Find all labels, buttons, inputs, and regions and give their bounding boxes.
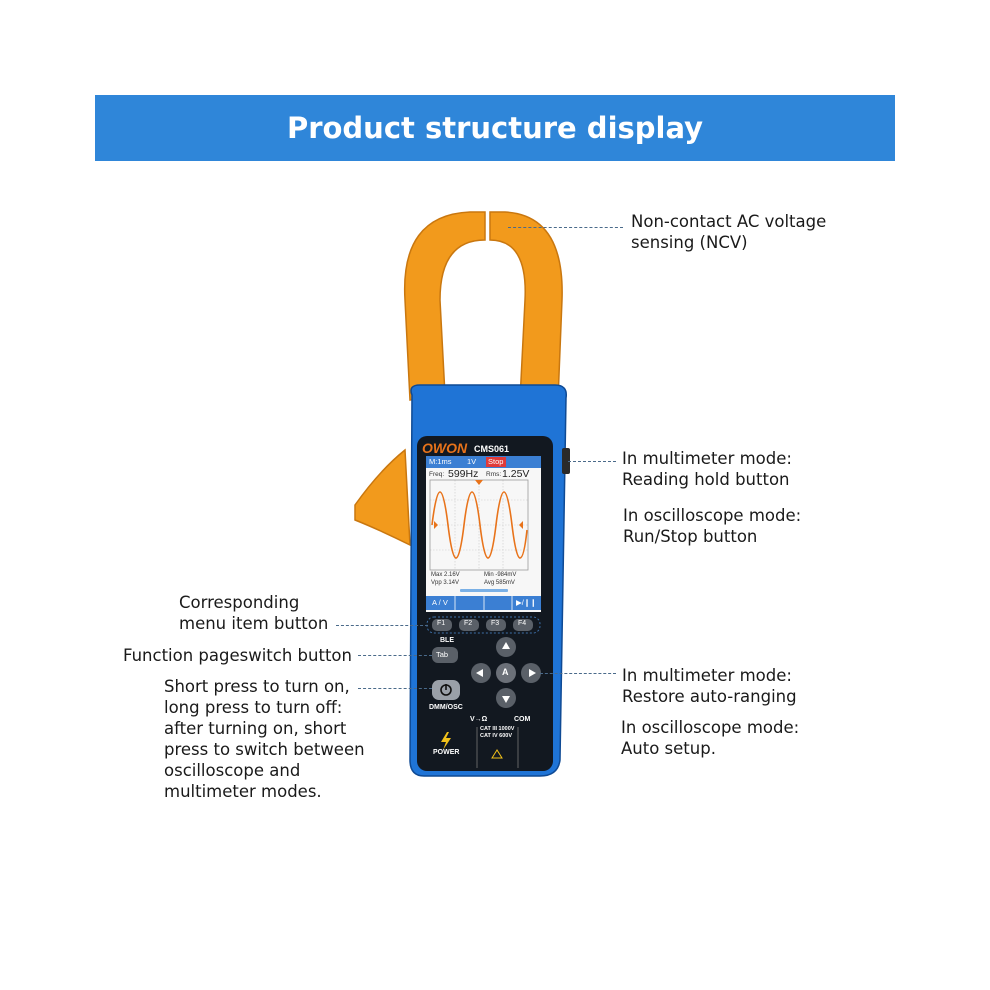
cat-rating-label: CAT III 1000V CAT IV 600V <box>480 726 515 739</box>
softkey-1-label[interactable]: A / V <box>432 598 448 607</box>
side-button <box>562 448 570 474</box>
timebase-label: M:1ms <box>429 457 452 466</box>
clamp-jaw-right <box>489 211 563 401</box>
f1-label[interactable]: F1 <box>437 620 446 627</box>
freq-label: Freq: <box>429 471 445 478</box>
model-label: CMS061 <box>474 444 510 454</box>
tab-label[interactable]: Tab <box>436 650 449 659</box>
clamp-trigger <box>354 448 411 547</box>
lcd-screen <box>426 456 541 612</box>
freq-value: 599Hz <box>448 468 479 480</box>
callout-auto-range: In multimeter mode: Restore auto-ranging <box>622 666 797 706</box>
com-label: COM <box>514 716 531 723</box>
f2-label[interactable]: F2 <box>464 620 473 627</box>
f1-button <box>432 619 452 631</box>
min-reading: Min -984mV <box>484 572 517 578</box>
f2-button <box>459 619 479 631</box>
callout-hold-multimeter: In multimeter mode: Reading hold button <box>622 449 792 489</box>
dmm-osc-label: DMM/OSC <box>429 704 463 711</box>
page-title: Product structure display <box>286 111 704 145</box>
rms-label: Rms: <box>486 471 502 478</box>
leader-power <box>358 688 432 689</box>
callout-menu-button: Corresponding menu item button <box>179 593 329 633</box>
max-reading: Max 2.16V <box>431 572 460 578</box>
callout-run-stop-oscilloscope: In oscilloscope mode: Run/Stop button <box>623 506 802 546</box>
leader-tab <box>358 655 432 656</box>
waveform-trace <box>431 491 528 559</box>
leader-hold <box>568 461 616 462</box>
leader-ncv <box>508 227 623 228</box>
v-ohm-label: V→Ω <box>470 716 488 723</box>
clamp-jaw <box>403 211 486 401</box>
vpp-reading: Vpp 3.14V <box>431 580 460 586</box>
f4-label[interactable]: F4 <box>518 620 527 627</box>
callout-ncv: Non-contact AC voltage sensing (NCV) <box>631 212 827 252</box>
f4-button <box>513 619 533 631</box>
screen-topbar <box>426 456 541 468</box>
lightning-icon <box>441 732 451 750</box>
power-label: POWER <box>433 749 460 756</box>
brand-logo: OWON <box>422 440 468 456</box>
rms-value: 1.25V <box>502 468 530 480</box>
leader-menu <box>336 625 428 626</box>
callout-power: Short press to turn on, long press to tu… <box>164 677 365 801</box>
callout-page-switch: Function pageswitch button <box>123 646 352 665</box>
softkey-4-label[interactable]: ▶/❙❙ <box>516 598 537 607</box>
warning-icon <box>491 749 503 759</box>
tab-button <box>432 647 458 663</box>
f3-label[interactable]: F3 <box>491 620 500 627</box>
auto-label[interactable]: A <box>502 667 509 677</box>
callout-auto-setup: In oscilloscope mode: Auto setup. <box>621 718 800 758</box>
ble-label: BLE <box>440 637 454 644</box>
avg-reading: Avg 585mV <box>484 580 515 586</box>
title-banner: Product structure display <box>95 95 895 161</box>
volts-label: 1V <box>467 457 477 466</box>
auto-button <box>496 663 516 683</box>
leader-auto <box>540 673 616 674</box>
run-state-label: Stop <box>488 457 504 466</box>
f3-button <box>486 619 506 631</box>
